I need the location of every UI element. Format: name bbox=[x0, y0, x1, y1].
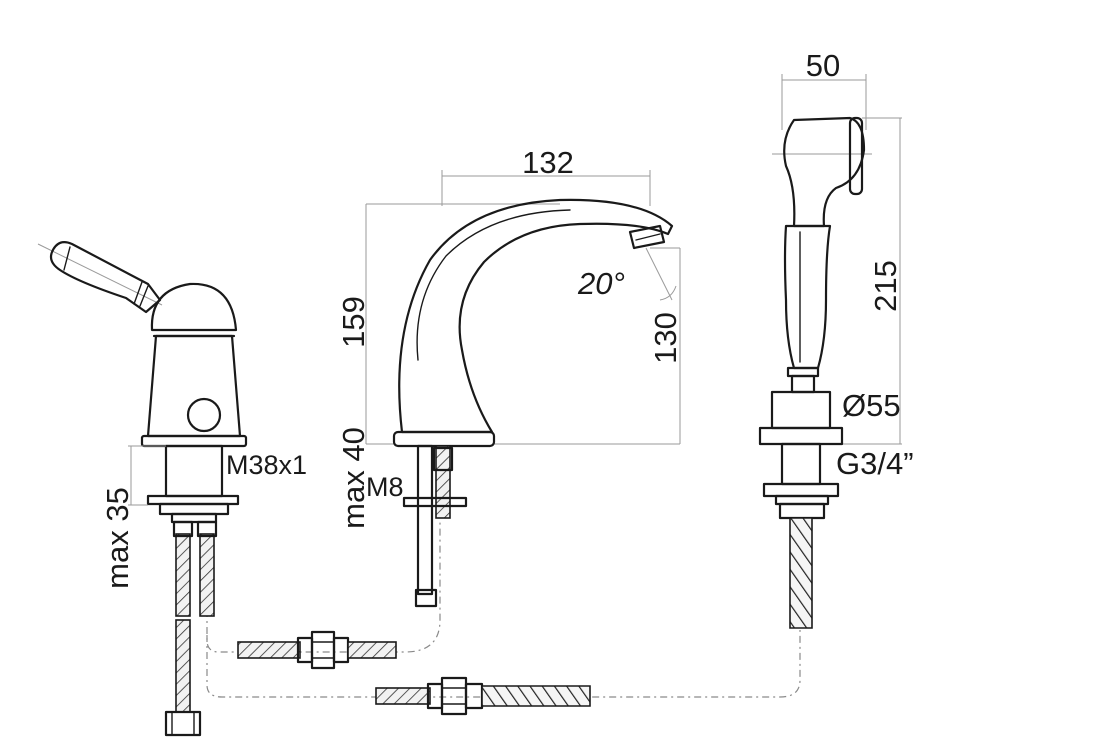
dim-spout-reach: 132 bbox=[522, 145, 574, 180]
dim-valve-max-deck: max 35 bbox=[100, 487, 135, 589]
handshower bbox=[758, 74, 902, 629]
dim-spout-height: 159 bbox=[336, 296, 371, 348]
dim-spout-outlet-height: 130 bbox=[648, 312, 683, 364]
dim-spout-max-deck: max 40 bbox=[336, 427, 371, 529]
dim-handshower-connection: G3/4” bbox=[836, 446, 914, 481]
dim-handshower-length: 215 bbox=[868, 260, 903, 312]
spout bbox=[365, 170, 681, 608]
dim-handshower-width: 50 bbox=[806, 48, 840, 83]
dim-valve-thread: M38x1 bbox=[226, 450, 307, 480]
mixer-valve bbox=[37, 241, 248, 737]
dim-handshower-base-diameter: Ø55 bbox=[842, 388, 901, 423]
dim-spout-stud: M8 bbox=[366, 472, 404, 502]
dim-spout-angle: 20° bbox=[577, 266, 625, 301]
connection-lines bbox=[206, 520, 801, 698]
supply-hoses bbox=[237, 630, 591, 716]
